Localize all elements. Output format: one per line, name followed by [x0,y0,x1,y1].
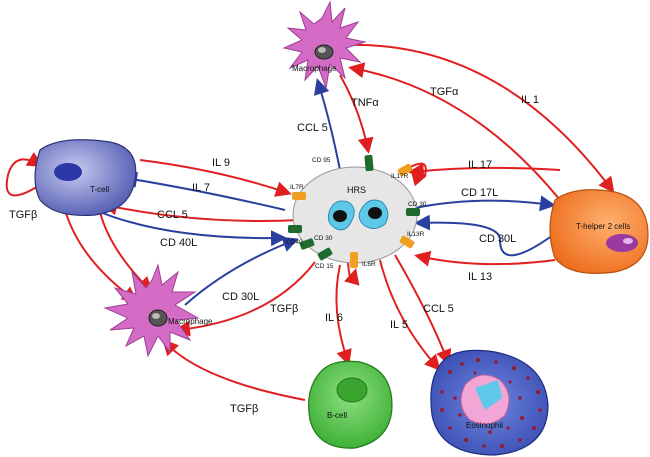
label-il7: IL 7 [192,182,210,194]
label-il9: IL 9 [212,157,230,169]
receptors: CD 95 IL7R IL17R CD 30 IL13R IL6R CD 15 … [286,154,427,270]
label-tnfa: TNFα [351,97,379,109]
arrow-ccl5-left [101,199,301,222]
arrows [5,43,615,401]
arrow-il5 [379,259,441,371]
signal-labels: TNFα CCL 5 TGFα IL 1 IL 9 IL 7 CCL 5 CD … [9,86,539,415]
arrow-cd30l-left [184,236,299,306]
arrow-tnfa [339,74,374,154]
label-tgfb-loop: TGFβ [9,209,37,221]
label-il6r: IL6R [362,261,376,268]
arrow-tgfb-bottom [162,339,306,401]
label-cd30-left: CD 30 [314,235,333,242]
arrow-cd30l-right [414,214,561,257]
arrow-il17r-loop [404,162,427,187]
label-il1: IL 1 [521,94,539,106]
arrow-il9 [139,159,292,197]
arrow-tcell-macrophage-1 [64,209,139,303]
label-il13r: IL13R [407,231,425,238]
label-il13: IL 13 [468,271,492,283]
arrow-il7 [121,171,286,211]
arrow-tgfb-loop [5,151,44,197]
arrow-ccl5-bottom [394,254,452,366]
arrow-il6 [335,264,352,366]
label-cd15: CD 15 [315,263,334,270]
label-il17r: IL17R [391,173,409,180]
label-il5: IL 5 [390,319,408,331]
label-tgfb-mid: TGFβ [270,303,298,315]
label-cd40: CD40 [286,239,303,246]
eosinophil-granules [440,358,542,448]
receptor-cd15 [317,247,333,261]
label-il7r: IL7R [290,184,304,191]
label-cd30-right: CD 30 [408,201,427,208]
arrow-tgfb-mid [174,261,316,337]
macrophage-left: Macrophage [103,263,213,358]
macrophage-top: Macrophage [282,0,367,90]
label-eosinophil: Eosinophil [466,421,503,430]
label-il17: IL 17 [468,159,492,171]
receptor-il13r [399,235,415,249]
arrow-il13 [414,250,556,267]
arrow-il17 [408,162,561,179]
arrow-cd40l [99,211,287,247]
hrs-cell: HRS [292,166,418,264]
label-tgfb-bottom: TGFβ [230,403,258,415]
label-ccl5-bottom: CCL 5 [423,303,454,315]
arrow-cd17l [414,195,556,212]
b-cell: B-cell [308,360,393,449]
label-cd40l: CD 40L [160,237,197,249]
label-t-helper-2: T-helper 2 cells [576,222,630,231]
label-ccl5-left: CCL 5 [157,209,188,221]
label-cd30l-left: CD 30L [222,291,259,303]
eosinophil-cell: Eosinophil [430,349,549,456]
label-ccl5-top: CCL 5 [297,122,328,134]
receptor-cd95 [364,154,374,172]
arrow-il6r-loop [344,261,360,286]
arrow-tgfa [348,62,561,201]
receptor-cd40 [288,225,302,233]
label-cd17l: CD 17L [461,187,498,199]
t-helper-2-cell: T-helper 2 cells [549,189,649,274]
label-macrophage-left: Macrophage [168,317,213,326]
t-cell: T-cell [34,139,137,217]
arrow-il1 [344,43,615,194]
label-macrophage-top: Macrophage [292,64,337,73]
label-cd30l-right: CD 30L [479,233,516,245]
arrow-tcell-macrophage-2 [99,211,153,293]
label-il6: IL 6 [325,312,343,324]
label-t-cell: T-cell [90,185,109,194]
label-b-cell: B-cell [327,411,347,420]
receptor-il6r [350,252,358,268]
receptor-cd30-left [299,238,315,250]
receptor-il17r [397,163,413,177]
label-cd95: CD 95 [312,157,331,164]
label-hrs: HRS [347,185,366,195]
receptor-cd30-right [406,208,420,216]
label-tgfa: TGFα [430,86,459,98]
arrow-ccl5-top [313,78,341,171]
receptor-il7r [292,192,306,200]
